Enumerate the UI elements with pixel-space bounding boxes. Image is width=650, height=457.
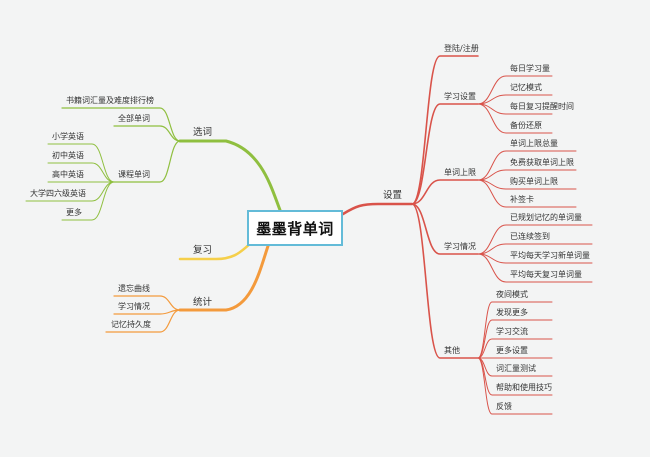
link-settings-study <box>411 103 479 205</box>
link-limit-0 <box>477 150 577 181</box>
node-review[interactable]: 复习 <box>193 245 213 256</box>
root-node[interactable]: 墨墨背单词 <box>247 210 343 246</box>
node-makeup-card[interactable]: 补签卡 <box>510 195 534 204</box>
node-senior-english[interactable]: 高中英语 <box>52 170 84 179</box>
node-free-limit[interactable]: 免费获取单词上限 <box>510 158 574 167</box>
link-settings-other <box>411 203 479 359</box>
link-settings-progress <box>411 203 479 255</box>
node-avg-new-words[interactable]: 平均每天学习新单词量 <box>510 251 590 260</box>
node-discover-more[interactable]: 发现更多 <box>496 308 528 317</box>
link-stats-0 <box>113 295 181 311</box>
link-root-select <box>178 139 282 212</box>
link-settings-login <box>411 55 479 205</box>
link-other-2 <box>477 338 553 359</box>
node-login[interactable]: 登陆/注册 <box>444 44 479 53</box>
node-other[interactable]: 其他 <box>444 346 460 355</box>
link-root-stats <box>178 244 270 312</box>
node-planned-words[interactable]: 已规划记忆的单词量 <box>510 213 582 222</box>
node-memory-duration[interactable]: 记忆持久度 <box>111 320 151 329</box>
link-progress-0 <box>477 224 593 255</box>
link-root-review <box>178 242 252 261</box>
node-primary-english[interactable]: 小学英语 <box>52 132 84 141</box>
node-forgetting-curve[interactable]: 遗忘曲线 <box>118 284 150 293</box>
link-study-0 <box>477 75 553 105</box>
link-stats-2 <box>105 309 181 333</box>
node-select-words[interactable]: 选词 <box>193 127 213 138</box>
link-select-all <box>113 125 181 142</box>
node-daily-amount[interactable]: 每日学习量 <box>510 64 550 73</box>
node-study-settings[interactable]: 学习设置 <box>444 92 476 101</box>
node-statistics[interactable]: 统计 <box>193 297 213 308</box>
node-course-words[interactable]: 课程单词 <box>118 170 150 179</box>
link-course-4 <box>61 181 115 221</box>
link-other-6 <box>477 357 553 415</box>
link-root-settings <box>341 202 414 216</box>
node-vocab-test[interactable]: 词汇量测试 <box>496 364 536 373</box>
link-progress-1 <box>477 243 593 255</box>
link-progress-3 <box>477 253 593 283</box>
node-limit-total[interactable]: 单词上限总量 <box>510 139 558 148</box>
link-study-1 <box>477 94 553 105</box>
node-settings[interactable]: 设置 <box>383 190 403 201</box>
node-study-status[interactable]: 学习情况 <box>118 302 150 311</box>
link-select-ranking <box>61 107 181 142</box>
node-night-mode[interactable]: 夜间模式 <box>496 290 528 299</box>
node-study-exchange[interactable]: 学习交流 <box>496 327 528 336</box>
node-study-progress[interactable]: 学习情况 <box>444 242 476 251</box>
link-limit-3 <box>477 179 577 208</box>
link-other-1 <box>477 319 553 359</box>
node-feedback[interactable]: 反馈 <box>496 402 512 411</box>
node-memory-mode[interactable]: 记忆模式 <box>510 83 542 92</box>
node-junior-english[interactable]: 初中英语 <box>52 151 84 160</box>
link-limit-1 <box>477 169 577 181</box>
node-review-reminder[interactable]: 每日复习提醒时间 <box>510 102 574 111</box>
node-checkin-streak[interactable]: 已连续签到 <box>510 232 550 241</box>
node-more-courses[interactable]: 更多 <box>66 208 82 217</box>
link-course-0 <box>47 143 115 183</box>
node-all-words[interactable]: 全部单词 <box>118 114 150 123</box>
node-word-limit[interactable]: 单词上限 <box>444 168 476 177</box>
node-book-ranking[interactable]: 书籍词汇量及难度排行榜 <box>66 96 154 105</box>
link-course-1 <box>47 162 115 183</box>
node-cet-english[interactable]: 大学四六级英语 <box>30 189 86 198</box>
node-buy-limit[interactable]: 购买单词上限 <box>510 177 558 186</box>
link-settings-limit <box>411 179 479 205</box>
node-help-tips[interactable]: 帮助和使用技巧 <box>496 383 552 392</box>
link-select-course <box>113 140 181 183</box>
node-avg-review-words[interactable]: 平均每天复习单词量 <box>510 270 582 279</box>
node-backup-restore[interactable]: 备份还原 <box>510 121 542 130</box>
node-more-settings[interactable]: 更多设置 <box>496 346 528 355</box>
link-study-3 <box>477 103 553 134</box>
